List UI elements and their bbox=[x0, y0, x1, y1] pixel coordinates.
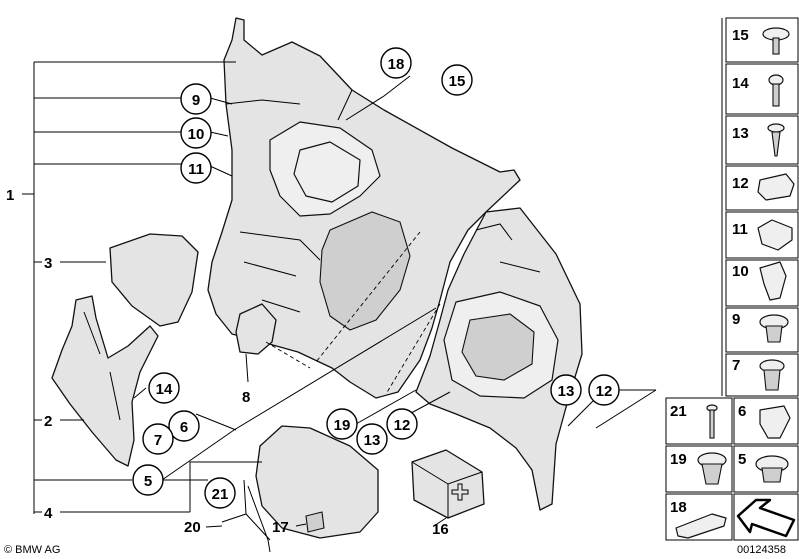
pad-icon bbox=[675, 513, 727, 539]
legend-number: 21 bbox=[670, 403, 687, 420]
label-20: 20 bbox=[184, 519, 201, 536]
arrow-marker-icon bbox=[736, 498, 796, 538]
expanding-rivet-icon bbox=[759, 314, 789, 343]
legend-item-19: 19 bbox=[665, 445, 733, 493]
callout-12-right: 12 bbox=[588, 374, 620, 406]
label-16: 16 bbox=[432, 521, 449, 538]
trim-pad-3 bbox=[109, 233, 199, 327]
legend-number: 13 bbox=[732, 125, 749, 142]
legend-item-11: 11 bbox=[725, 211, 799, 259]
bracket-8 bbox=[235, 303, 277, 355]
callout-label: 6 bbox=[180, 419, 188, 436]
legend-item-9: 9 bbox=[725, 307, 799, 353]
label-4: 4 bbox=[44, 505, 53, 522]
callout-5: 5 bbox=[132, 464, 164, 496]
clip-nut-icon bbox=[759, 405, 791, 439]
side-trim-panel bbox=[207, 17, 521, 399]
callout-19: 19 bbox=[326, 408, 358, 440]
callout-7: 7 bbox=[142, 423, 174, 455]
callout-10: 10 bbox=[180, 117, 212, 149]
callout-15-top: 15 bbox=[441, 64, 473, 96]
legend-item-7: 7 bbox=[725, 353, 799, 397]
legend-number: 18 bbox=[670, 499, 687, 516]
legend-item-21: 21 bbox=[665, 397, 733, 445]
legend-number: 7 bbox=[732, 357, 740, 374]
callout-label: 10 bbox=[188, 126, 205, 143]
legend-item-18: 18 bbox=[665, 493, 733, 541]
legend-item-arrow bbox=[733, 493, 799, 541]
legend-item-5: 5 bbox=[733, 445, 799, 493]
legend-number: 14 bbox=[732, 75, 749, 92]
legend-number: 6 bbox=[738, 403, 746, 420]
legend-number: 10 bbox=[732, 263, 749, 280]
callout-label: 14 bbox=[156, 381, 173, 398]
legend-item-12: 12 bbox=[725, 165, 799, 211]
screw-round-head-icon bbox=[768, 74, 784, 107]
copyright-text: © BMW AG bbox=[4, 544, 60, 556]
label-3: 3 bbox=[44, 255, 52, 272]
grommet-icon bbox=[697, 452, 727, 485]
clip-icon bbox=[757, 219, 793, 251]
callout-6: 6 bbox=[168, 410, 200, 442]
callout-14-left: 14 bbox=[148, 372, 180, 404]
legend-item-6: 6 bbox=[733, 397, 799, 445]
legend-number: 9 bbox=[732, 311, 740, 328]
legend-number: 19 bbox=[670, 451, 687, 468]
callout-label: 12 bbox=[596, 383, 613, 400]
cap-plug-icon bbox=[757, 173, 795, 201]
callout-label: 13 bbox=[558, 383, 575, 400]
legend-number: 15 bbox=[732, 27, 749, 44]
fastener-legend: 15 14 13 12 bbox=[665, 17, 799, 541]
plastic-nut-icon bbox=[755, 455, 789, 483]
legend-number: 5 bbox=[738, 451, 746, 468]
tray-cover-17 bbox=[255, 425, 379, 539]
callout-label: 13 bbox=[364, 432, 381, 449]
label-1: 1 bbox=[6, 187, 14, 204]
label-8: 8 bbox=[242, 389, 250, 406]
lower-bracket-2 bbox=[51, 295, 159, 467]
callout-label: 21 bbox=[212, 486, 229, 503]
pin-icon bbox=[706, 404, 718, 439]
label-17 bbox=[305, 511, 325, 533]
callout-label: 12 bbox=[394, 417, 411, 434]
push-rivet-icon bbox=[759, 359, 785, 391]
callout-label: 5 bbox=[144, 473, 152, 490]
legend-number: 12 bbox=[732, 175, 749, 192]
first-aid-kit-16 bbox=[411, 449, 485, 519]
legend-item-13: 13 bbox=[725, 115, 799, 165]
callout-label: 18 bbox=[388, 56, 405, 73]
self-tapping-screw-icon bbox=[767, 123, 785, 157]
legend-number: 11 bbox=[732, 221, 748, 238]
callout-13-right: 13 bbox=[550, 374, 582, 406]
group-bracket bbox=[22, 61, 437, 514]
legend-item-14: 14 bbox=[725, 63, 799, 115]
callout-13-mid: 13 bbox=[356, 423, 388, 455]
callout-label: 9 bbox=[192, 92, 200, 109]
hinge-rod-20 bbox=[221, 479, 271, 553]
diagram-number: 00124358 bbox=[737, 544, 786, 556]
label-17: 17 bbox=[272, 519, 289, 536]
legend-item-10: 10 bbox=[725, 259, 799, 307]
callout-label: 15 bbox=[449, 73, 466, 90]
screw-wide-head-icon bbox=[762, 27, 790, 55]
callout-label: 11 bbox=[188, 161, 204, 178]
callout-9: 9 bbox=[180, 83, 212, 115]
spring-clip-icon bbox=[759, 261, 787, 301]
wheel-arch-trim bbox=[415, 207, 583, 511]
legend-item-15: 15 bbox=[725, 17, 799, 63]
label-2: 2 bbox=[44, 413, 52, 430]
callout-18-top: 18 bbox=[380, 47, 412, 79]
callout-label: 19 bbox=[334, 417, 351, 434]
callout-label: 7 bbox=[154, 432, 162, 449]
callout-11: 11 bbox=[180, 152, 212, 184]
callout-21: 21 bbox=[204, 477, 236, 509]
callout-12-mid: 12 bbox=[386, 408, 418, 440]
